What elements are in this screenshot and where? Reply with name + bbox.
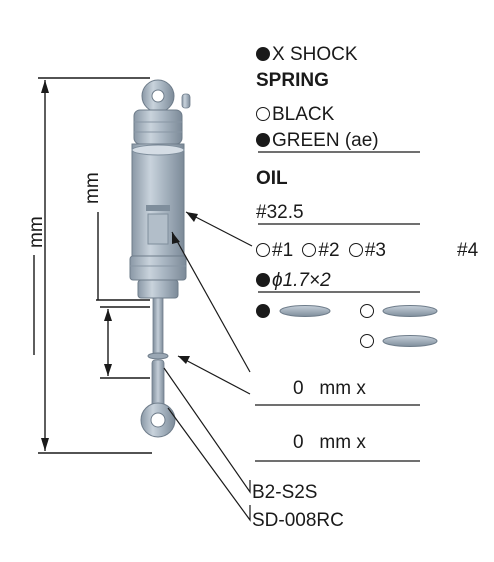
- title: X SHOCK: [272, 44, 358, 65]
- part-number-b2: B2-S2S: [252, 482, 318, 503]
- shock-absorber: [129, 79, 191, 438]
- spacer-spec-top: 0 mm x: [293, 378, 366, 399]
- piston-hole: ϕ1.7×2: [272, 270, 331, 291]
- unselected-circle-icon: [360, 304, 374, 318]
- unselected-circle-icon: [360, 334, 374, 348]
- leader-arrowheads: [172, 212, 198, 364]
- spring-option-green: GREEN (ae): [256, 130, 379, 152]
- selected-dot-icon: [256, 47, 270, 61]
- piston-options: #1 #2 #3: [256, 240, 386, 262]
- body-length-label: mm: [82, 172, 103, 204]
- spacer-spec-bottom: 0 mm x: [293, 432, 366, 453]
- selected-dot-icon: [256, 273, 270, 287]
- unselected-circle-icon: [302, 243, 317, 257]
- piston-pads: [279, 305, 438, 347]
- oil-viscosity: #32.5: [256, 202, 304, 223]
- body-dimension: [96, 212, 150, 301]
- piston-hole-row: ϕ1.7×2: [256, 270, 331, 292]
- unselected-circle-icon: [348, 243, 363, 257]
- title-row: X SHOCK: [256, 44, 358, 66]
- unselected-circle-icon: [256, 107, 270, 121]
- stroke-dimension: [100, 306, 150, 379]
- leader-lines: [163, 151, 420, 522]
- overall-dimension: [33, 77, 152, 454]
- part-number-sd: SD-008RC: [252, 510, 344, 531]
- spring-heading: SPRING: [256, 70, 329, 91]
- selected-dot-icon: [256, 133, 270, 147]
- unselected-circle-icon: [256, 243, 270, 257]
- oil-heading: OIL: [256, 168, 288, 189]
- overall-length-label: mm: [26, 216, 47, 248]
- selected-dot-icon: [256, 304, 270, 318]
- spring-option-black: BLACK: [256, 104, 334, 126]
- piston-option-4: #4: [457, 240, 479, 261]
